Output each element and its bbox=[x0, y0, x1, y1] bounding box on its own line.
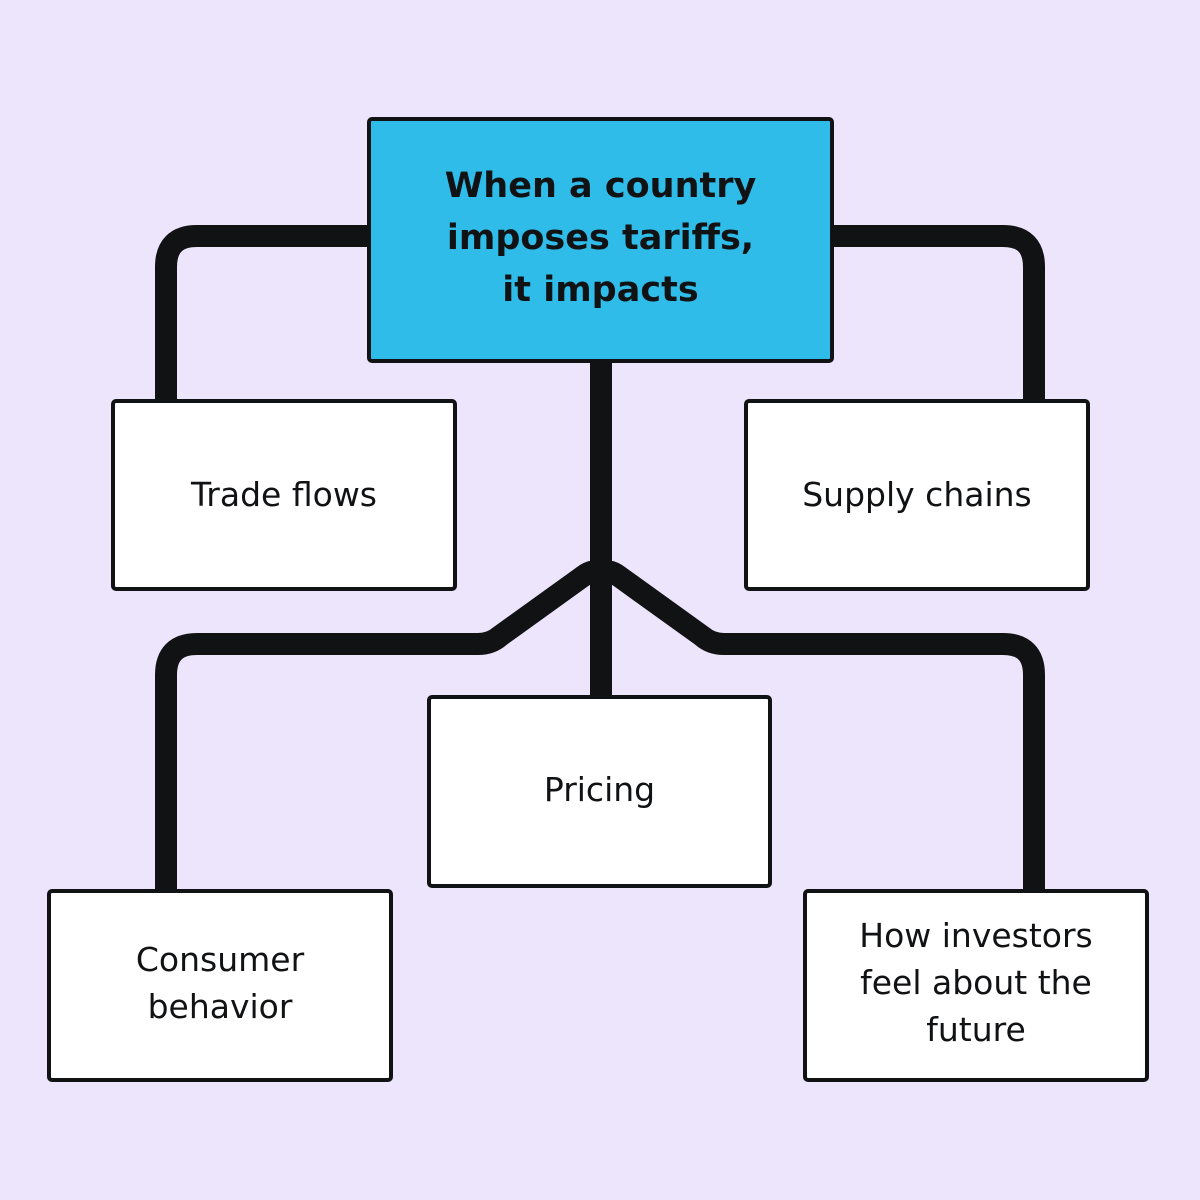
consumer-behavior-node: Consumer behavior bbox=[47, 889, 393, 1082]
connector-supply-chains bbox=[832, 225, 1045, 400]
consumer-behavior-label: Consumer behavior bbox=[135, 939, 305, 1026]
pricing-node: Pricing bbox=[427, 695, 772, 888]
connector-trade-flows bbox=[155, 225, 369, 400]
investor-sentiment-label: How investors feel about the future bbox=[859, 916, 1093, 1049]
pricing-label: Pricing bbox=[543, 770, 656, 809]
trade-flows-node: Trade flows bbox=[111, 399, 457, 591]
connector-consumer-behavior bbox=[155, 560, 610, 890]
investor-sentiment-node: How investors feel about the future bbox=[803, 889, 1149, 1082]
trade-flows-label: Trade flows bbox=[191, 474, 377, 514]
connector-investor-sentiment bbox=[592, 560, 1045, 890]
supply-chains-node: Supply chains bbox=[744, 399, 1090, 591]
root-label: When a country imposes tariffs, it impac… bbox=[444, 166, 757, 310]
root-node: When a country imposes tariffs, it impac… bbox=[367, 117, 834, 363]
supply-chains-label: Supply chains bbox=[802, 474, 1032, 514]
